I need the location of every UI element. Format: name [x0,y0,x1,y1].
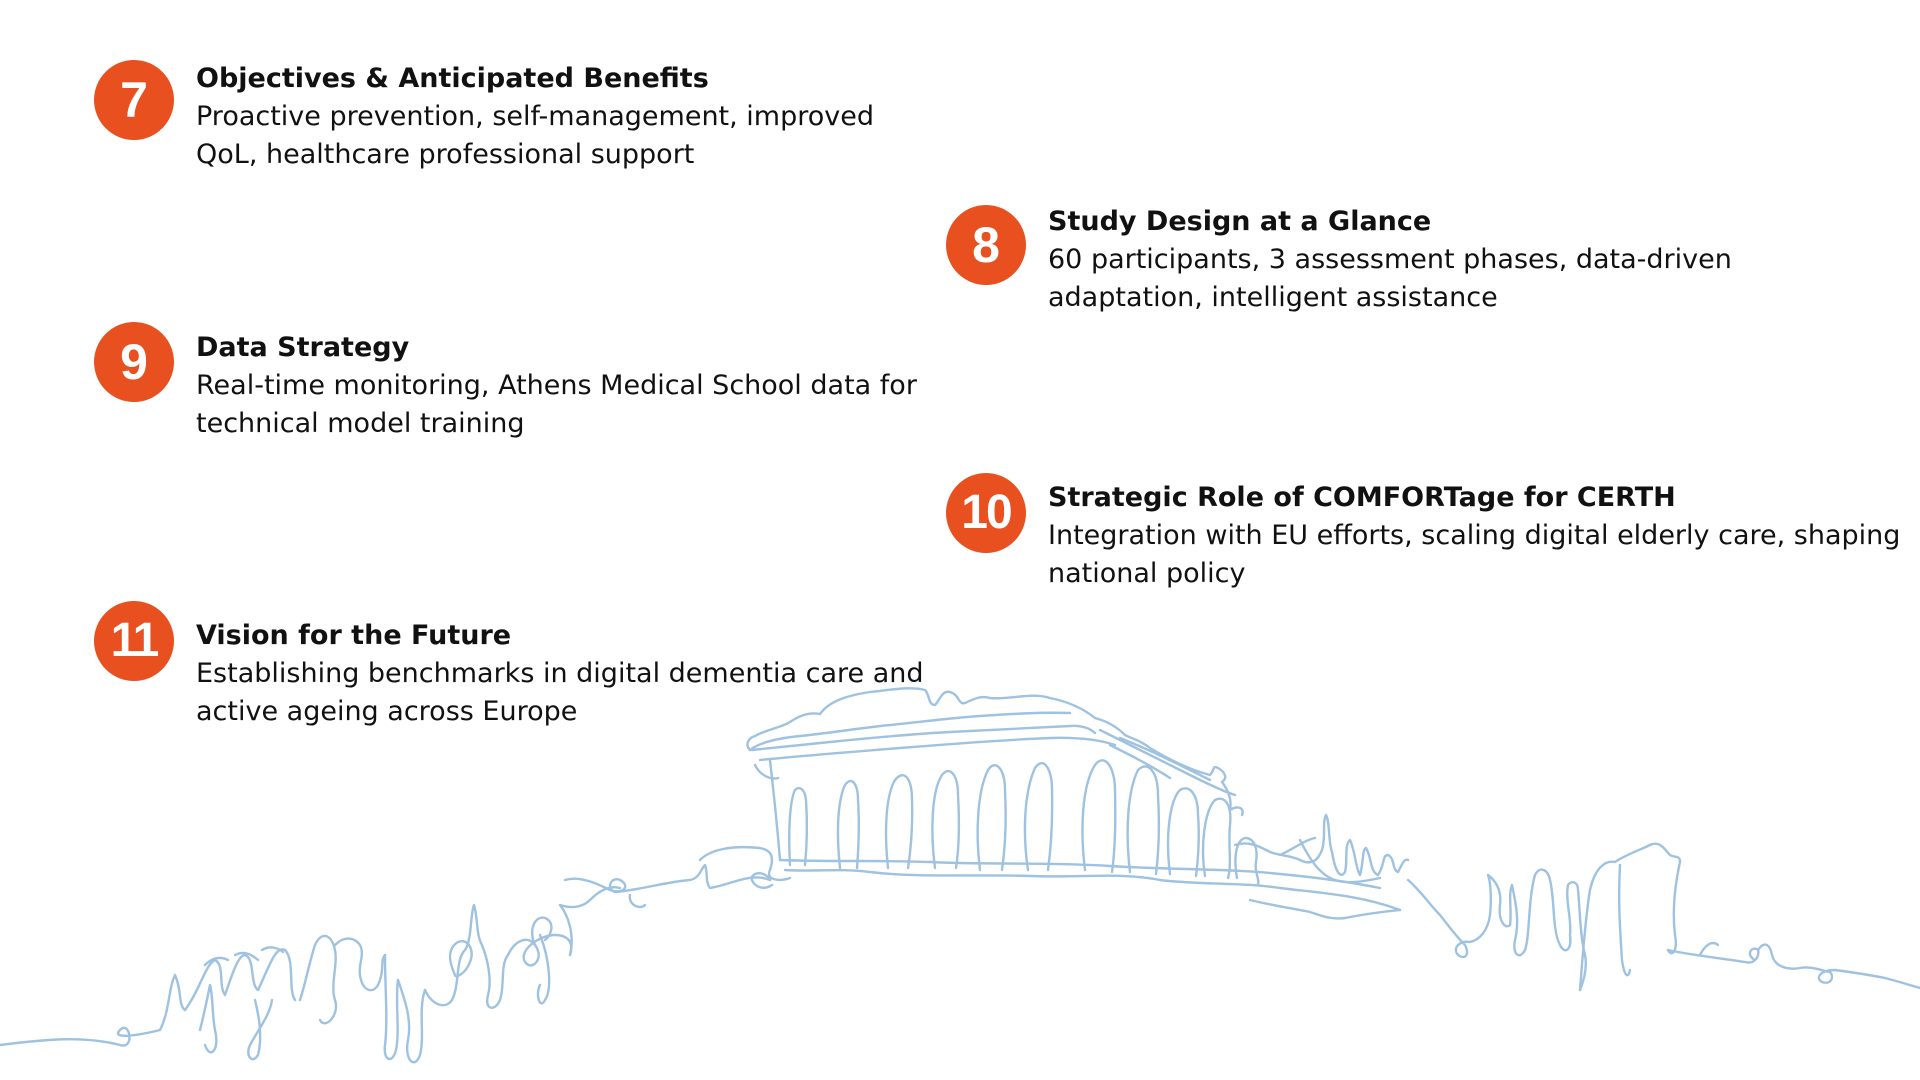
item-title: Data Strategy [196,332,410,363]
item-title: Study Design at a Glance [1048,206,1432,237]
number-badge: 8 [946,205,1026,285]
item-description: 60 participants, 3 assessment phases, da… [1048,244,1732,313]
item-title: Vision for the Future [196,620,512,651]
number-badge: 7 [94,60,174,140]
skyline-strokes [0,687,1920,1064]
number-badge: 9 [94,322,174,402]
item-description: Integration with EU efforts, scaling dig… [1048,520,1901,589]
number-badge: 10 [946,473,1026,553]
item-description: Establishing benchmarks in digital demen… [196,658,924,727]
item-text: Data Strategy Real-time monitoring, Athe… [196,329,936,443]
item-description: Real-time monitoring, Athens Medical Sch… [196,370,917,439]
item-text: Objectives & Anticipated Benefits Proact… [196,60,936,174]
item-text: Vision for the Future Establishing bench… [196,617,936,731]
item-title: Objectives & Anticipated Benefits [196,63,709,94]
number-badge: 11 [94,601,174,681]
item-description: Proactive prevention, self-management, i… [196,101,875,170]
item-text: Study Design at a Glance 60 participants… [1048,203,1778,317]
item-title: Strategic Role of COMFORTage for CERTH [1048,482,1676,513]
athens-skyline-illustration [0,687,1920,1064]
item-text: Strategic Role of COMFORTage for CERTH I… [1048,479,1920,593]
